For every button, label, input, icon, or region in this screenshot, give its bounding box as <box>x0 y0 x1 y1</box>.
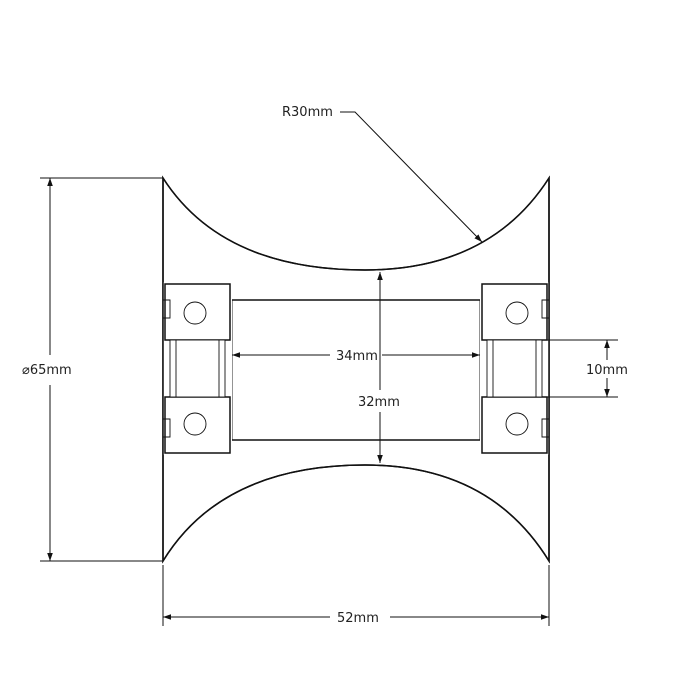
left-bearing <box>163 282 232 455</box>
radius-leader-line <box>340 111 483 243</box>
left-bearing-ball-top <box>180 300 210 326</box>
bore-diameter-label: 32mm <box>358 395 400 410</box>
right-bearing <box>480 282 549 455</box>
radius-dimension: R30mm <box>282 105 483 243</box>
right-bearing-snap-ring-bottom <box>541 418 549 438</box>
left-bearing-ball-top-circle <box>183 301 207 325</box>
right-bearing-snap-ring-top <box>541 299 549 319</box>
bore-cavity <box>232 300 480 440</box>
axle-label: 10mm <box>586 363 628 378</box>
right-bearing-ball-bottom-circle <box>505 412 529 436</box>
diameter-label: ⌀65mm <box>22 363 72 378</box>
right-bearing-ball-top-circle <box>505 301 529 325</box>
roller-outline <box>162 175 550 564</box>
right-bearing-ball-top <box>502 300 532 326</box>
axle-label-bg <box>584 361 630 377</box>
left-bearing-ball-bottom <box>180 411 210 437</box>
bore-length-label: 34mm <box>336 349 378 364</box>
bore-diameter-dimension: 32mm <box>355 272 405 463</box>
axle-dimension: 10mm <box>545 339 630 398</box>
right-bearing-ball-bottom <box>502 411 532 437</box>
left-bearing-snap-ring-bottom <box>163 418 171 438</box>
diameter-label-bg <box>20 360 82 378</box>
roller-body-section <box>162 175 550 564</box>
left-bearing-snap-ring-top <box>163 299 171 319</box>
left-bearing-ball-bottom-circle <box>183 412 207 436</box>
left-bearing-core <box>169 339 226 398</box>
width-dimension: 52mm <box>162 565 550 626</box>
diameter-dimension: ⌀65mm <box>20 177 163 562</box>
radius-label: R30mm <box>282 105 333 120</box>
right-bearing-core <box>486 339 543 398</box>
bore-diameter-label-bg <box>355 392 405 410</box>
width-label: 52mm <box>337 611 379 626</box>
bore-length-dimension: 34mm <box>232 349 480 364</box>
